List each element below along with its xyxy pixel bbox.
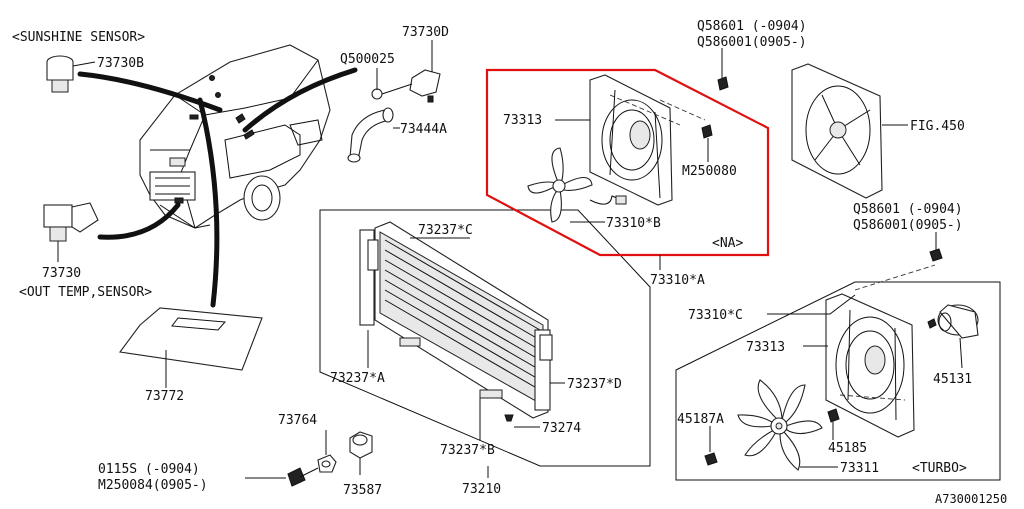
part-73237D-label: 73237*D — [567, 377, 622, 392]
na-variant-label: <NA> — [712, 236, 743, 251]
part-Q58601-mid-label: Q58601 (-0904) — [853, 202, 963, 217]
part-45185-label: 45185 — [828, 441, 867, 456]
part-73730D-label: 73730D — [402, 25, 449, 40]
out-temp-leader — [97, 202, 181, 240]
condenser-part — [359, 221, 553, 422]
turbo-bolt — [827, 408, 840, 423]
part-45187A-label: 45187A — [677, 412, 724, 427]
part-73210-label: 73210 — [462, 482, 501, 497]
diagram-id: A730001250 — [935, 492, 1007, 506]
mat-73772-part — [119, 307, 263, 388]
part-73313-na-label: 73313 — [503, 113, 542, 128]
out-temp-sensor-part — [43, 202, 99, 262]
turbo-group-outline — [675, 281, 1001, 481]
part-Q586001-mid-label: Q586001(0905-) — [853, 218, 963, 233]
part-73764-label: 73764 — [278, 413, 317, 428]
turbo-nut — [704, 452, 718, 466]
sunshine-sensor-part — [46, 55, 96, 93]
bracket-leader — [242, 67, 358, 133]
part-Q58601-top-label: Q58601 (-0904) — [697, 19, 807, 34]
part-73274-label: 73274 — [542, 421, 581, 436]
na-bolt-mid — [701, 124, 713, 139]
part-Q500025-label: Q500025 — [340, 52, 395, 67]
hose-73444A-part — [347, 107, 400, 163]
part-73311-label: 73311 — [840, 461, 879, 476]
part-45131-label: 45131 — [933, 372, 972, 387]
fig450-fan-part — [791, 63, 908, 199]
part-73587-label: 73587 — [343, 483, 382, 498]
turbo-fan-shroud-part — [825, 264, 936, 438]
part-0115S-label: 0115S (-0904) — [98, 462, 200, 477]
car-illustration — [139, 44, 331, 229]
part-73237B-label: 73237*B — [440, 443, 495, 458]
part-73310C-label: 73310*C — [688, 308, 743, 323]
part-Q586001-top-label: Q586001(0905-) — [697, 35, 807, 50]
na-highlight-box — [485, 68, 770, 257]
bracket-73730D-part — [371, 40, 441, 103]
fig450-ref-label: FIG.450 — [910, 119, 965, 134]
part-M250080-label: M250080 — [682, 164, 737, 179]
part-73444A-label: 73444A — [400, 122, 447, 137]
out-temp-sensor-title: <OUT TEMP,SENSOR> — [19, 285, 152, 300]
part-73730B-label: 73730B — [97, 56, 144, 71]
part-73310A-label: 73310*A — [650, 273, 705, 288]
turbo-top-bolt — [929, 248, 943, 262]
na-bolt-top — [717, 76, 729, 91]
mount-parts — [245, 430, 373, 487]
mat-leader — [197, 97, 220, 308]
turbo-fan-blade-part — [737, 379, 823, 471]
sunshine-sensor-title: <SUNSHINE SENSOR> — [12, 30, 145, 45]
turbo-variant-label: <TURBO> — [912, 461, 967, 476]
part-73310B-label: 73310*B — [606, 216, 661, 231]
part-M250084-label: M250084(0905-) — [98, 478, 208, 493]
condenser-group-outline — [319, 209, 651, 467]
turbo-motor-part — [927, 304, 979, 369]
part-73237C-label: 73237*C — [418, 223, 473, 238]
part-73313-turbo-label: 73313 — [746, 340, 785, 355]
part-73772-label: 73772 — [145, 389, 184, 404]
part-73730-label: 73730 — [42, 266, 81, 281]
na-fan-blade-part — [527, 147, 627, 223]
part-73237A-label: 73237*A — [330, 371, 385, 386]
na-fan-shroud-part — [589, 74, 706, 206]
